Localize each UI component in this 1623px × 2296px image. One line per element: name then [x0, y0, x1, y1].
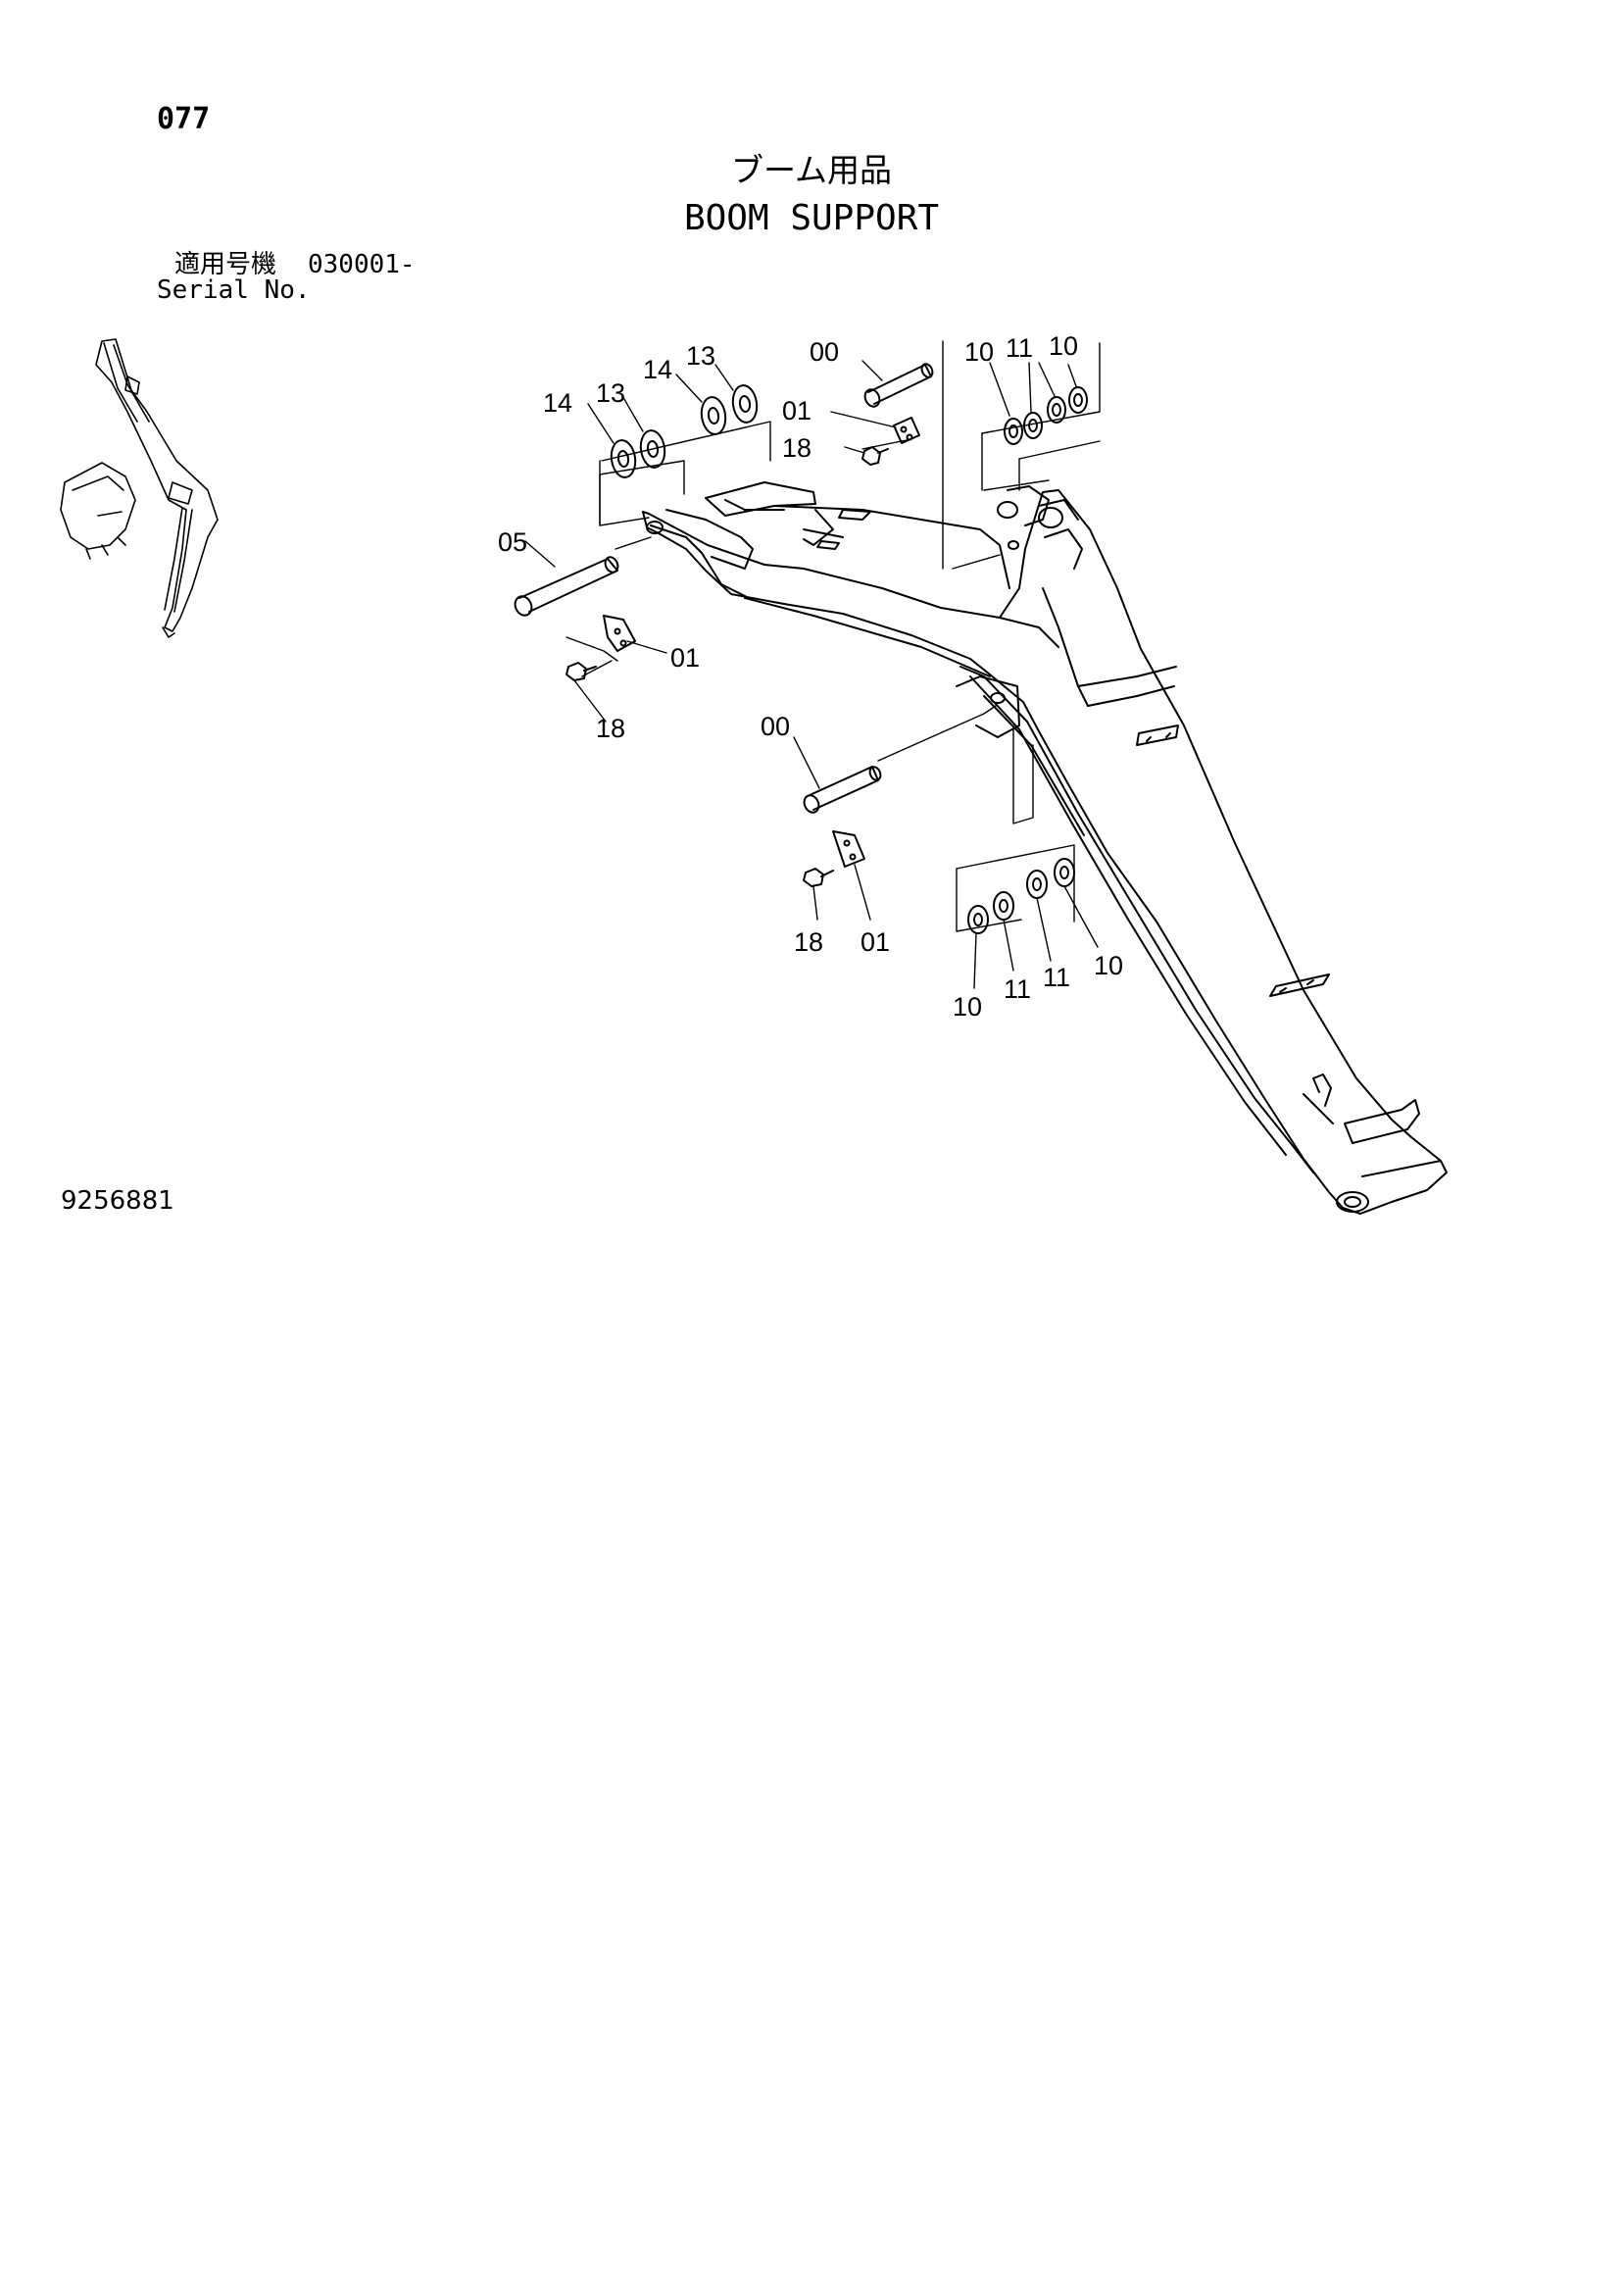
page-number: 077	[157, 102, 211, 136]
callout-10-top-a: 10	[964, 337, 994, 367]
callout-14-a: 14	[543, 388, 572, 418]
pin-05	[514, 556, 619, 617]
washer-group-lower	[967, 858, 1075, 934]
callout-10-low-a: 10	[953, 992, 982, 1022]
callout-10-low-b: 10	[1094, 951, 1123, 980]
lock-plate-mid	[603, 615, 636, 652]
bolt-low	[803, 868, 834, 887]
pin-00-low	[803, 766, 882, 814]
bolt-mid	[566, 662, 597, 681]
document-id: 9256881	[61, 1186, 174, 1216]
callout-11-low-b: 11	[1043, 963, 1070, 992]
callout-00-top: 00	[810, 337, 839, 367]
callout-14-b: 14	[643, 355, 672, 384]
callout-leaders	[524, 360, 1099, 989]
pin-00-top	[863, 363, 934, 408]
callout-10-top-b: 10	[1049, 331, 1078, 361]
callout-18-low: 18	[794, 927, 823, 957]
callout-13-b: 13	[686, 341, 715, 371]
title-english: BOOM SUPPORT	[683, 198, 940, 238]
callout-01-mid: 01	[670, 643, 700, 673]
washer-group-top-right	[1004, 386, 1088, 445]
callout-11-low-a: 11	[1004, 974, 1031, 1004]
lock-plate-top	[893, 417, 920, 444]
callout-13-a: 13	[596, 378, 625, 408]
serial-label-english: Serial No.	[157, 275, 311, 305]
boom-body	[642, 481, 1448, 1215]
washer-group-left	[610, 384, 759, 478]
lock-plate-low	[832, 830, 865, 868]
title-japanese: ブーム用品	[730, 151, 892, 189]
callout-01-low: 01	[861, 927, 890, 957]
callout-18-top: 18	[782, 433, 812, 463]
leader-lines	[566, 340, 1101, 932]
serial-label-japanese: 適用号機	[174, 250, 277, 279]
callout-00-low: 00	[761, 712, 790, 741]
callout-18-mid: 18	[596, 714, 625, 743]
callout-05: 05	[498, 527, 527, 557]
excavator-thumbnail	[60, 338, 219, 638]
serial-number-value: 030001-	[308, 250, 416, 279]
bolt-top	[861, 446, 889, 466]
callout-11-top: 11	[1006, 333, 1033, 363]
callout-01-top: 01	[782, 396, 812, 425]
